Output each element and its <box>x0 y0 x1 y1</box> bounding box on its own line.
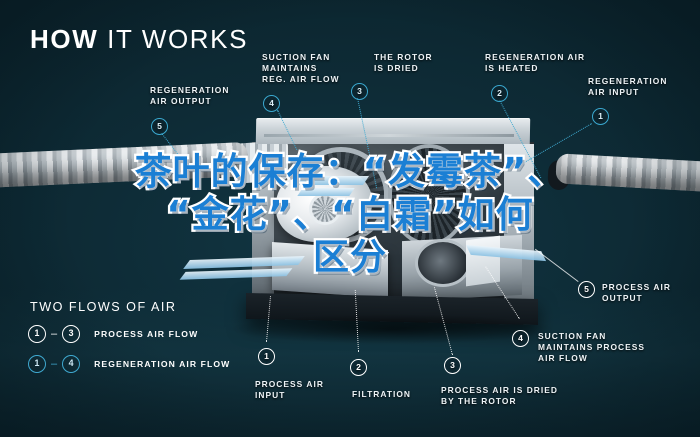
page-title: HOW IT WORKS <box>30 24 248 55</box>
callout-number-suction-fan-reg[interactable]: 4 <box>263 95 280 112</box>
callout-number-rotor-is-dried[interactable]: 3 <box>351 83 368 100</box>
process-fan <box>418 242 468 284</box>
callout-label-suction-fan-reg: SUCTION FAN MAINTAINS REG. AIR FLOW <box>262 52 340 84</box>
legend-title: TWO FLOWS OF AIR <box>30 300 177 314</box>
callout-label-process-air-output: PROCESS AIR OUTPUT <box>602 282 671 303</box>
callout-number-process-air-output[interactable]: 5 <box>578 281 595 298</box>
left-flex-duct <box>0 141 249 189</box>
dehumidifier-machine-photo <box>232 118 552 344</box>
machine-shadow <box>232 314 552 344</box>
callout-label-process-air-dried: PROCESS AIR IS DRIED BY THE ROTOR <box>441 385 559 406</box>
secondary-rotor <box>392 148 466 242</box>
right-flex-duct <box>555 153 700 193</box>
machine-top-seam <box>263 134 515 137</box>
legend-circle-from-process: 1 <box>28 325 46 343</box>
legend-label-regeneration-air-flow: REGENERATION AIR FLOW <box>94 359 231 369</box>
callout-label-regeneration-air-heated: REGENERATION AIR IS HEATED <box>485 52 586 73</box>
machine-top-cover <box>255 118 531 144</box>
legend-dash-regeneration: – <box>51 358 58 370</box>
legend-dash-process: – <box>51 328 58 340</box>
callout-number-suction-fan-process[interactable]: 4 <box>512 330 529 347</box>
legend-circle-to-regeneration: 4 <box>62 355 81 373</box>
callout-label-suction-fan-process: SUCTION FAN MAINTAINS PROCESS AIR FLOW <box>538 331 646 363</box>
legend-circle-from-regeneration: 1 <box>28 355 46 373</box>
airflow-arrow-upper-2 <box>297 188 355 196</box>
legend-label-process-air-flow: PROCESS AIR FLOW <box>94 329 199 339</box>
callout-number-regeneration-air-heated[interactable]: 2 <box>491 85 508 102</box>
legend-row-regeneration-air-flow: 1 – 4 REGENERATION AIR FLOW <box>28 355 230 373</box>
callout-label-regeneration-air-input: REGENERATION AIR INPUT <box>588 76 668 97</box>
callout-number-process-air-dried[interactable]: 3 <box>444 357 461 374</box>
callout-label-filtration: FILTRATION <box>352 389 412 399</box>
callout-label-process-air-input: PROCESS AIR INPUT <box>255 379 324 400</box>
page-title-bold: HOW <box>30 24 99 54</box>
callout-number-filtration[interactable]: 2 <box>350 359 367 376</box>
callout-number-process-air-input[interactable]: 1 <box>258 348 275 365</box>
callout-number-regeneration-air-output[interactable]: 5 <box>151 118 168 135</box>
callout-number-regeneration-air-input[interactable]: 1 <box>592 108 609 125</box>
airflow-arrow-upper-1 <box>296 176 370 185</box>
page-title-light: IT WORKS <box>107 24 249 54</box>
legend-row-process-air-flow: 1 – 3 PROCESS AIR FLOW <box>28 325 198 343</box>
legend-circle-to-process: 3 <box>62 325 81 343</box>
callout-label-regeneration-air-output: REGENERATION AIR OUTPUT <box>150 85 230 106</box>
fan-hub <box>312 196 338 222</box>
callout-label-rotor-is-dried: THE ROTOR IS DRIED <box>374 52 433 73</box>
white-panel <box>466 235 500 287</box>
